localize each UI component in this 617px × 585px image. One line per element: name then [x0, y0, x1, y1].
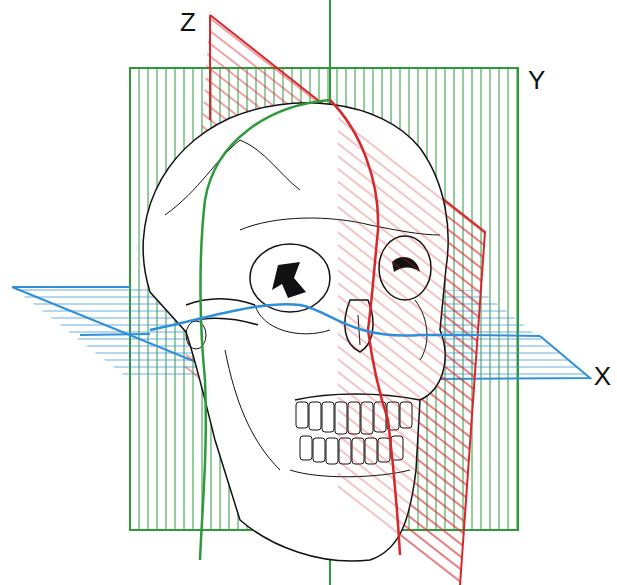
axis-label: Z: [178, 8, 198, 36]
axis-label: Y: [526, 66, 547, 94]
blue-plane-line: [470, 335, 540, 336]
blue-plane-line: [80, 334, 150, 335]
red-plane-front: [338, 15, 485, 585]
axis-label: X: [592, 362, 613, 390]
blue-contour: [150, 304, 470, 335]
green-contour: [200, 100, 330, 560]
